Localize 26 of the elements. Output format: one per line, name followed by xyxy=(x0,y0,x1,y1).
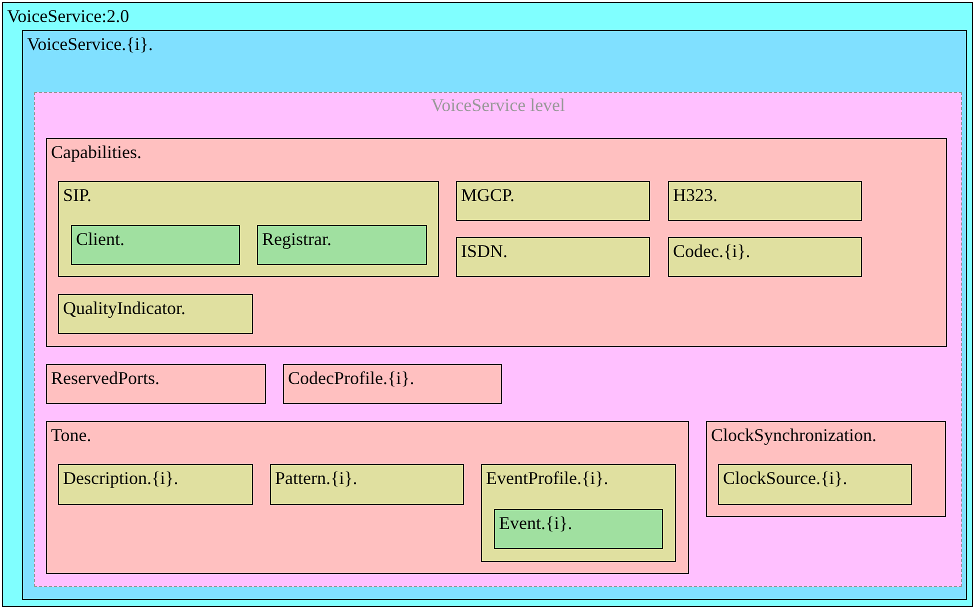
object-box: Registrar. xyxy=(257,225,427,265)
object-box: ReservedPorts. xyxy=(46,364,266,404)
object-box: CodecProfile.{i}. xyxy=(283,364,502,404)
container-panel xyxy=(58,181,439,277)
panel-title: SIP. xyxy=(63,185,92,206)
object-box: Event.{i}. xyxy=(494,509,663,549)
panel-title: VoiceService level xyxy=(430,95,566,116)
container-panel xyxy=(706,421,946,517)
object-box: QualityIndicator. xyxy=(58,294,253,334)
container-panel xyxy=(46,138,947,347)
object-box: H323. xyxy=(668,181,862,221)
panel-title: EventProfile.{i}. xyxy=(486,468,608,489)
container-panel xyxy=(481,464,676,562)
object-box: ISDN. xyxy=(456,237,650,277)
object-box: Description.{i}. xyxy=(58,464,253,505)
object-box: ClockSource.{i}. xyxy=(718,464,912,505)
panel-title: Capabilities. xyxy=(51,142,142,163)
container-panel xyxy=(46,421,689,574)
panel-title: VoiceService:2.0 xyxy=(7,6,130,27)
object-box: Codec.{i}. xyxy=(668,237,862,277)
panel-title: Tone. xyxy=(51,425,92,446)
panel-title: VoiceService.{i}. xyxy=(27,34,153,55)
object-box: Client. xyxy=(71,225,240,265)
panel-title: ClockSynchronization. xyxy=(711,425,876,446)
object-box: Pattern.{i}. xyxy=(270,464,464,505)
object-box: MGCP. xyxy=(456,181,650,221)
